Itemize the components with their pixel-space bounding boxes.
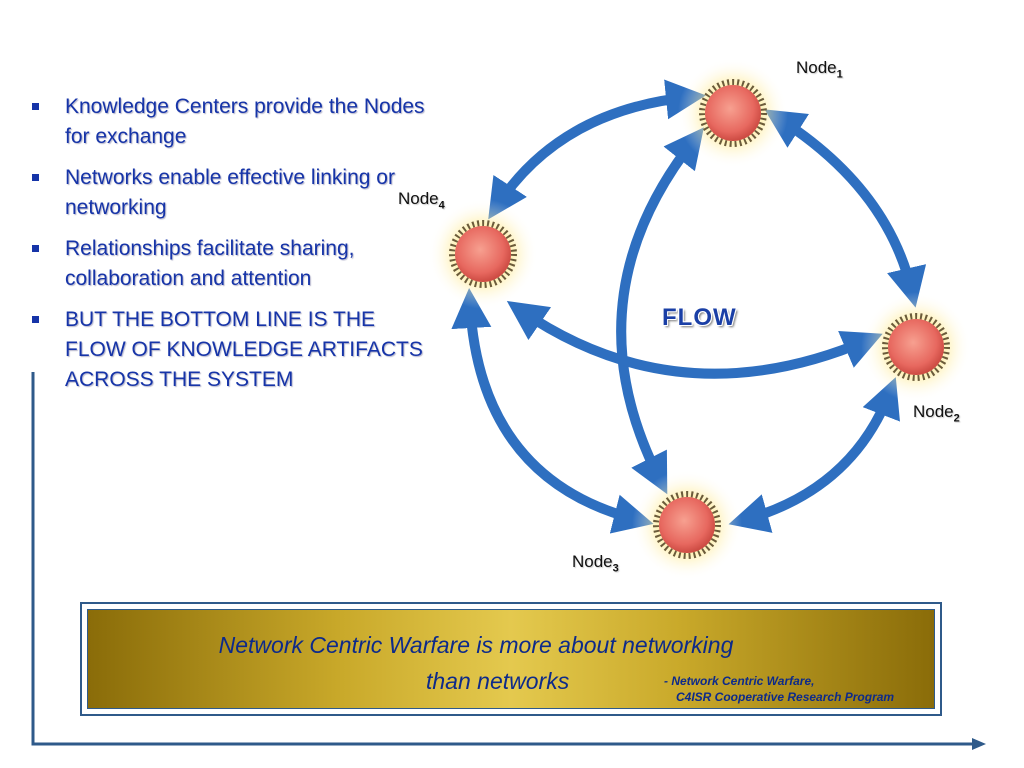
bullet-square-icon — [32, 245, 39, 252]
arrow-node1-node2 — [764, 109, 927, 308]
bullet-text: Relationships facilitate sharing, collab… — [65, 237, 355, 290]
quote-box: Network Centric Warfare is more about ne… — [80, 602, 942, 716]
bullet-item: Relationships facilitate sharing, collab… — [28, 234, 428, 294]
arrow-node2-node3 — [728, 377, 900, 533]
flow-label: FLOW — [662, 304, 737, 331]
node-2 — [861, 292, 971, 402]
bullet-text: Knowledge Centers provide the Nodes for … — [65, 95, 425, 148]
bullet-square-icon — [32, 316, 39, 323]
bullet-square-icon — [32, 174, 39, 181]
node-4 — [428, 199, 538, 309]
bullet-item: Knowledge Centers provide the Nodes for … — [28, 92, 428, 152]
node-1-label: Node1 — [796, 58, 843, 81]
node-3-label: Node3 — [572, 552, 619, 575]
quote-source-line-1: - Network Centric Warfare, — [664, 674, 815, 688]
quote-line-1: Network Centric Warfare is more about ne… — [218, 632, 734, 658]
quote-source-line-2: C4ISR Cooperative Research Program — [676, 690, 895, 704]
bullet-text: Networks enable effective linking or net… — [65, 166, 395, 219]
node-3 — [632, 470, 742, 580]
quote-line-2: than networks — [426, 668, 570, 694]
arrow-node1-node4 — [488, 79, 706, 220]
node-1 — [678, 58, 788, 168]
bullet-item: Networks enable effective linking or net… — [28, 163, 428, 223]
bullet-list: Knowledge Centers provide the Nodes for … — [28, 92, 428, 406]
quote-panel: Network Centric Warfare is more about ne… — [87, 609, 935, 709]
bullet-square-icon — [32, 103, 39, 110]
node-2-label: Node2 — [913, 402, 960, 425]
node-4-label: Node4 — [398, 189, 445, 212]
